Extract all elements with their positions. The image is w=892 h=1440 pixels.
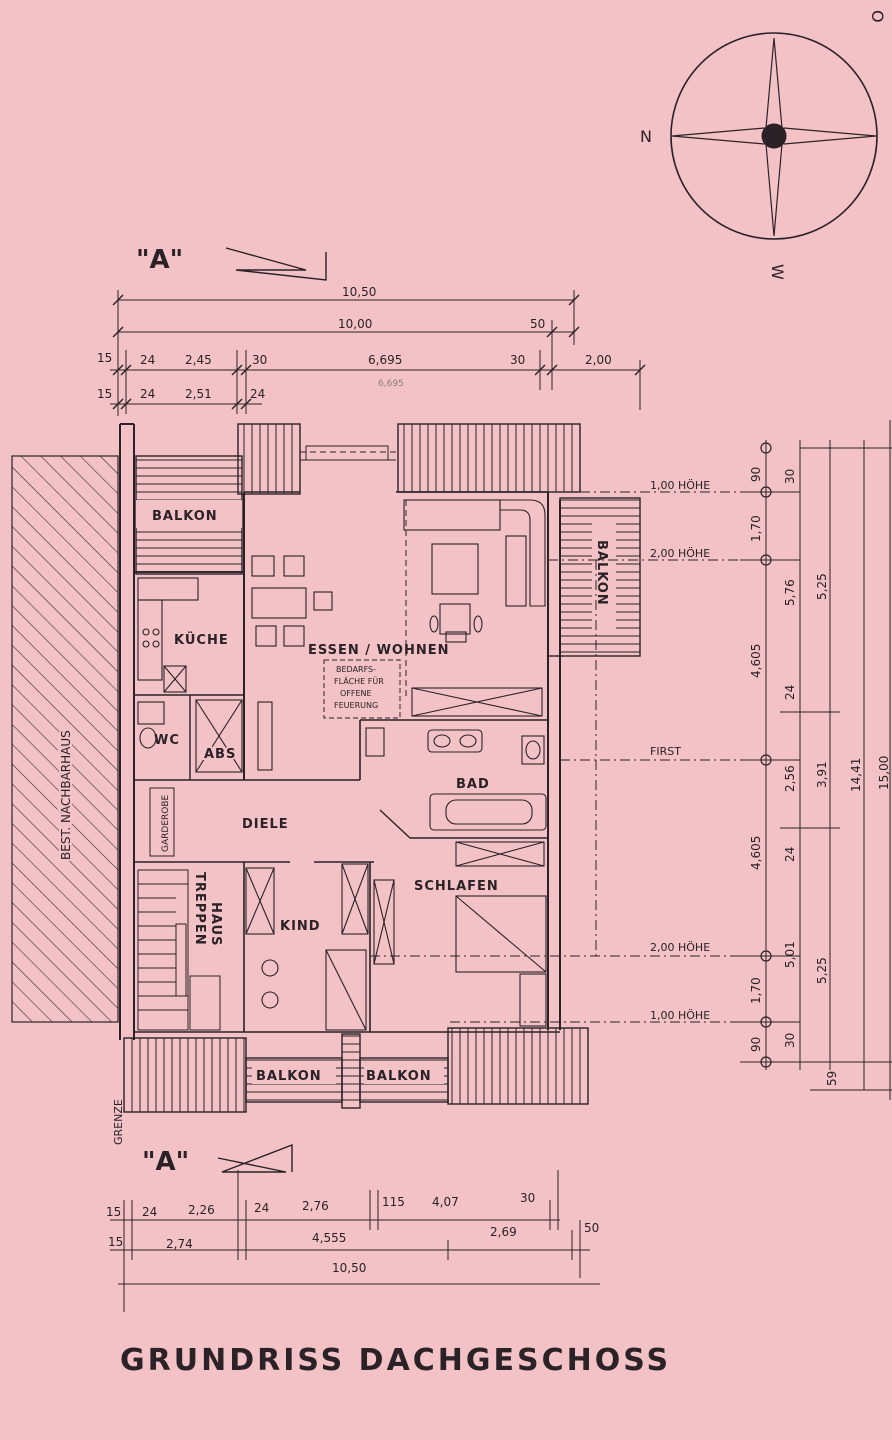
dim-right-c3-2: 5,25 <box>815 957 829 984</box>
dim-right-c5-0: 15,00 <box>877 756 891 790</box>
room-label-abs: ABS <box>204 747 236 762</box>
bottom-dimension-lines <box>110 1170 600 1312</box>
dim-right-c1-2: 4,605 <box>749 644 763 678</box>
drawing-title: GRUNDRISS DACHGESCHOSS <box>120 1343 672 1378</box>
room-label-schlafen: SCHLAFEN <box>414 879 499 894</box>
dim-right-c3-0: 5,25 <box>815 573 829 600</box>
dim-bottom-r1-0: 15 <box>106 1205 121 1219</box>
open-fire-label-2: FLÄCHE FÜR <box>334 676 384 686</box>
neighbor-house-hatch <box>11 455 119 1023</box>
dim-bottom-r2-4: 50 <box>584 1221 599 1235</box>
dim-top-r3-4: 6,695 <box>368 353 402 367</box>
wc-fixtures <box>137 699 273 773</box>
open-fire-label-3: OFFENE <box>340 689 372 698</box>
section-arrow-bottom <box>217 1143 293 1173</box>
dim-bottom-r1-2: 2,26 <box>188 1203 215 1217</box>
dim-top-faint: 6,695 <box>378 379 404 389</box>
kind-furniture <box>245 863 395 1031</box>
dim-right-c1-3: 2,56 <box>783 765 797 792</box>
dim-top-r4-1: 24 <box>140 387 155 401</box>
height-lines <box>370 491 760 1023</box>
dim-right-c3-3: 59 <box>825 1071 839 1086</box>
balcony-bottom-right <box>447 1027 589 1105</box>
dim-top-inner: 10,00 <box>338 317 372 331</box>
open-fire-label-4: FEUERUNG <box>334 701 378 710</box>
balcony-top-mid <box>237 423 301 495</box>
compass-north-label: N <box>640 127 652 146</box>
compass-east-label: O <box>868 10 887 23</box>
dim-top-eave: 50 <box>530 317 545 331</box>
room-label-kueche: KÜCHE <box>174 632 229 648</box>
height-label-200-bottom: 2,00 HÖHE <box>650 941 710 954</box>
room-label-garderobe: GARDEROBE <box>161 794 171 852</box>
dim-bottom-r1-5: 115 <box>382 1195 405 1209</box>
room-label-bad: BAD <box>456 777 490 792</box>
room-label-essen-wohnen: ESSEN / WOHNEN <box>308 643 450 658</box>
dim-top-r3-0: 15 <box>97 351 112 365</box>
section-marker-top: "A" <box>136 245 183 275</box>
dim-right-c2-3: 24 <box>783 847 797 862</box>
balcony-label-bottom-1: BALKON <box>256 1069 322 1084</box>
balcony-top-right <box>397 423 581 493</box>
dim-right-c1-1: 1,70 <box>749 515 763 542</box>
dim-top-r3-3: 30 <box>252 353 267 367</box>
height-label-100-bottom: 1,00 HÖHE <box>650 1009 710 1022</box>
section-marker-bottom: "A" <box>142 1147 189 1177</box>
dim-bottom-r1-4: 2,76 <box>302 1199 329 1213</box>
dim-top-r3-5: 30 <box>510 353 525 367</box>
kitchen-fixtures <box>137 577 199 693</box>
balcony-bottom-left <box>123 1037 247 1113</box>
schlafen-furniture <box>455 841 547 1027</box>
dim-top-r4-0: 15 <box>97 387 112 401</box>
height-label-200-top: 2,00 HÖHE <box>650 547 710 560</box>
boundary-label: GRENZE <box>112 1099 125 1145</box>
room-label-wc: WC <box>154 733 180 748</box>
dim-bottom-r1-6: 4,07 <box>432 1195 459 1209</box>
dim-right-c2-0: 30 <box>783 469 797 484</box>
dim-right-c4-0: 14,41 <box>849 758 863 792</box>
compass-rose <box>670 32 878 240</box>
dim-bottom-r2-3: 2,69 <box>490 1225 517 1239</box>
dim-right-c3-1: 3,91 <box>815 761 829 788</box>
dim-right-c1-4: 4,605 <box>749 836 763 870</box>
dim-right-c1-5: 1,70 <box>749 977 763 1004</box>
dim-bottom-r2-0: 15 <box>108 1235 123 1249</box>
open-fire-label-1: BEDARFS- <box>336 665 376 674</box>
balcony-label-top-left: BALKON <box>152 509 218 524</box>
dim-right-c1-6: 90 <box>749 1037 763 1052</box>
dim-right-c2-5: 30 <box>783 1033 797 1048</box>
dim-bottom-r1-1: 24 <box>142 1205 157 1219</box>
open-fire-area <box>323 659 401 719</box>
dim-top-total: 10,50 <box>342 285 376 299</box>
neighbor-house-label: BEST. NACHBARHAUS <box>59 730 73 860</box>
section-arrow-top <box>225 247 327 281</box>
room-label-haus: HAUS <box>208 902 223 946</box>
dim-bottom-total: 10,50 <box>332 1261 366 1275</box>
living-furniture <box>251 499 546 717</box>
height-label-100-top: 1,00 HÖHE <box>650 479 710 492</box>
room-label-diele: DIELE <box>242 817 289 832</box>
room-label-treppen: TREPPEN <box>192 872 207 946</box>
dim-bottom-r1-3: 24 <box>254 1201 269 1215</box>
dim-bottom-r2-2: 4,555 <box>312 1231 346 1245</box>
staircase <box>137 869 221 1031</box>
dim-bottom-r2-1: 2,74 <box>166 1237 193 1251</box>
dim-right-c2-2: 24 <box>783 685 797 700</box>
dim-right-c2-4: 5,01 <box>783 941 797 968</box>
room-label-kind: KIND <box>280 919 321 934</box>
balcony-label-bottom-2: BALKON <box>366 1069 432 1084</box>
dim-right-c2-1: 5,76 <box>783 579 797 606</box>
compass-west-label: W <box>768 264 787 280</box>
balcony-label-east: BALKON <box>594 540 609 606</box>
dim-top-r4-3: 24 <box>250 387 265 401</box>
bath-fixtures <box>365 727 547 831</box>
height-label-first: FIRST <box>650 745 681 758</box>
dim-bottom-r1-7: 30 <box>520 1191 535 1205</box>
dim-top-r3-6: 2,00 <box>585 353 612 367</box>
dim-top-r3-2: 2,45 <box>185 353 212 367</box>
dim-top-r4-2: 2,51 <box>185 387 212 401</box>
dim-right-c1-0: 90 <box>749 467 763 482</box>
dim-top-r3-1: 24 <box>140 353 155 367</box>
